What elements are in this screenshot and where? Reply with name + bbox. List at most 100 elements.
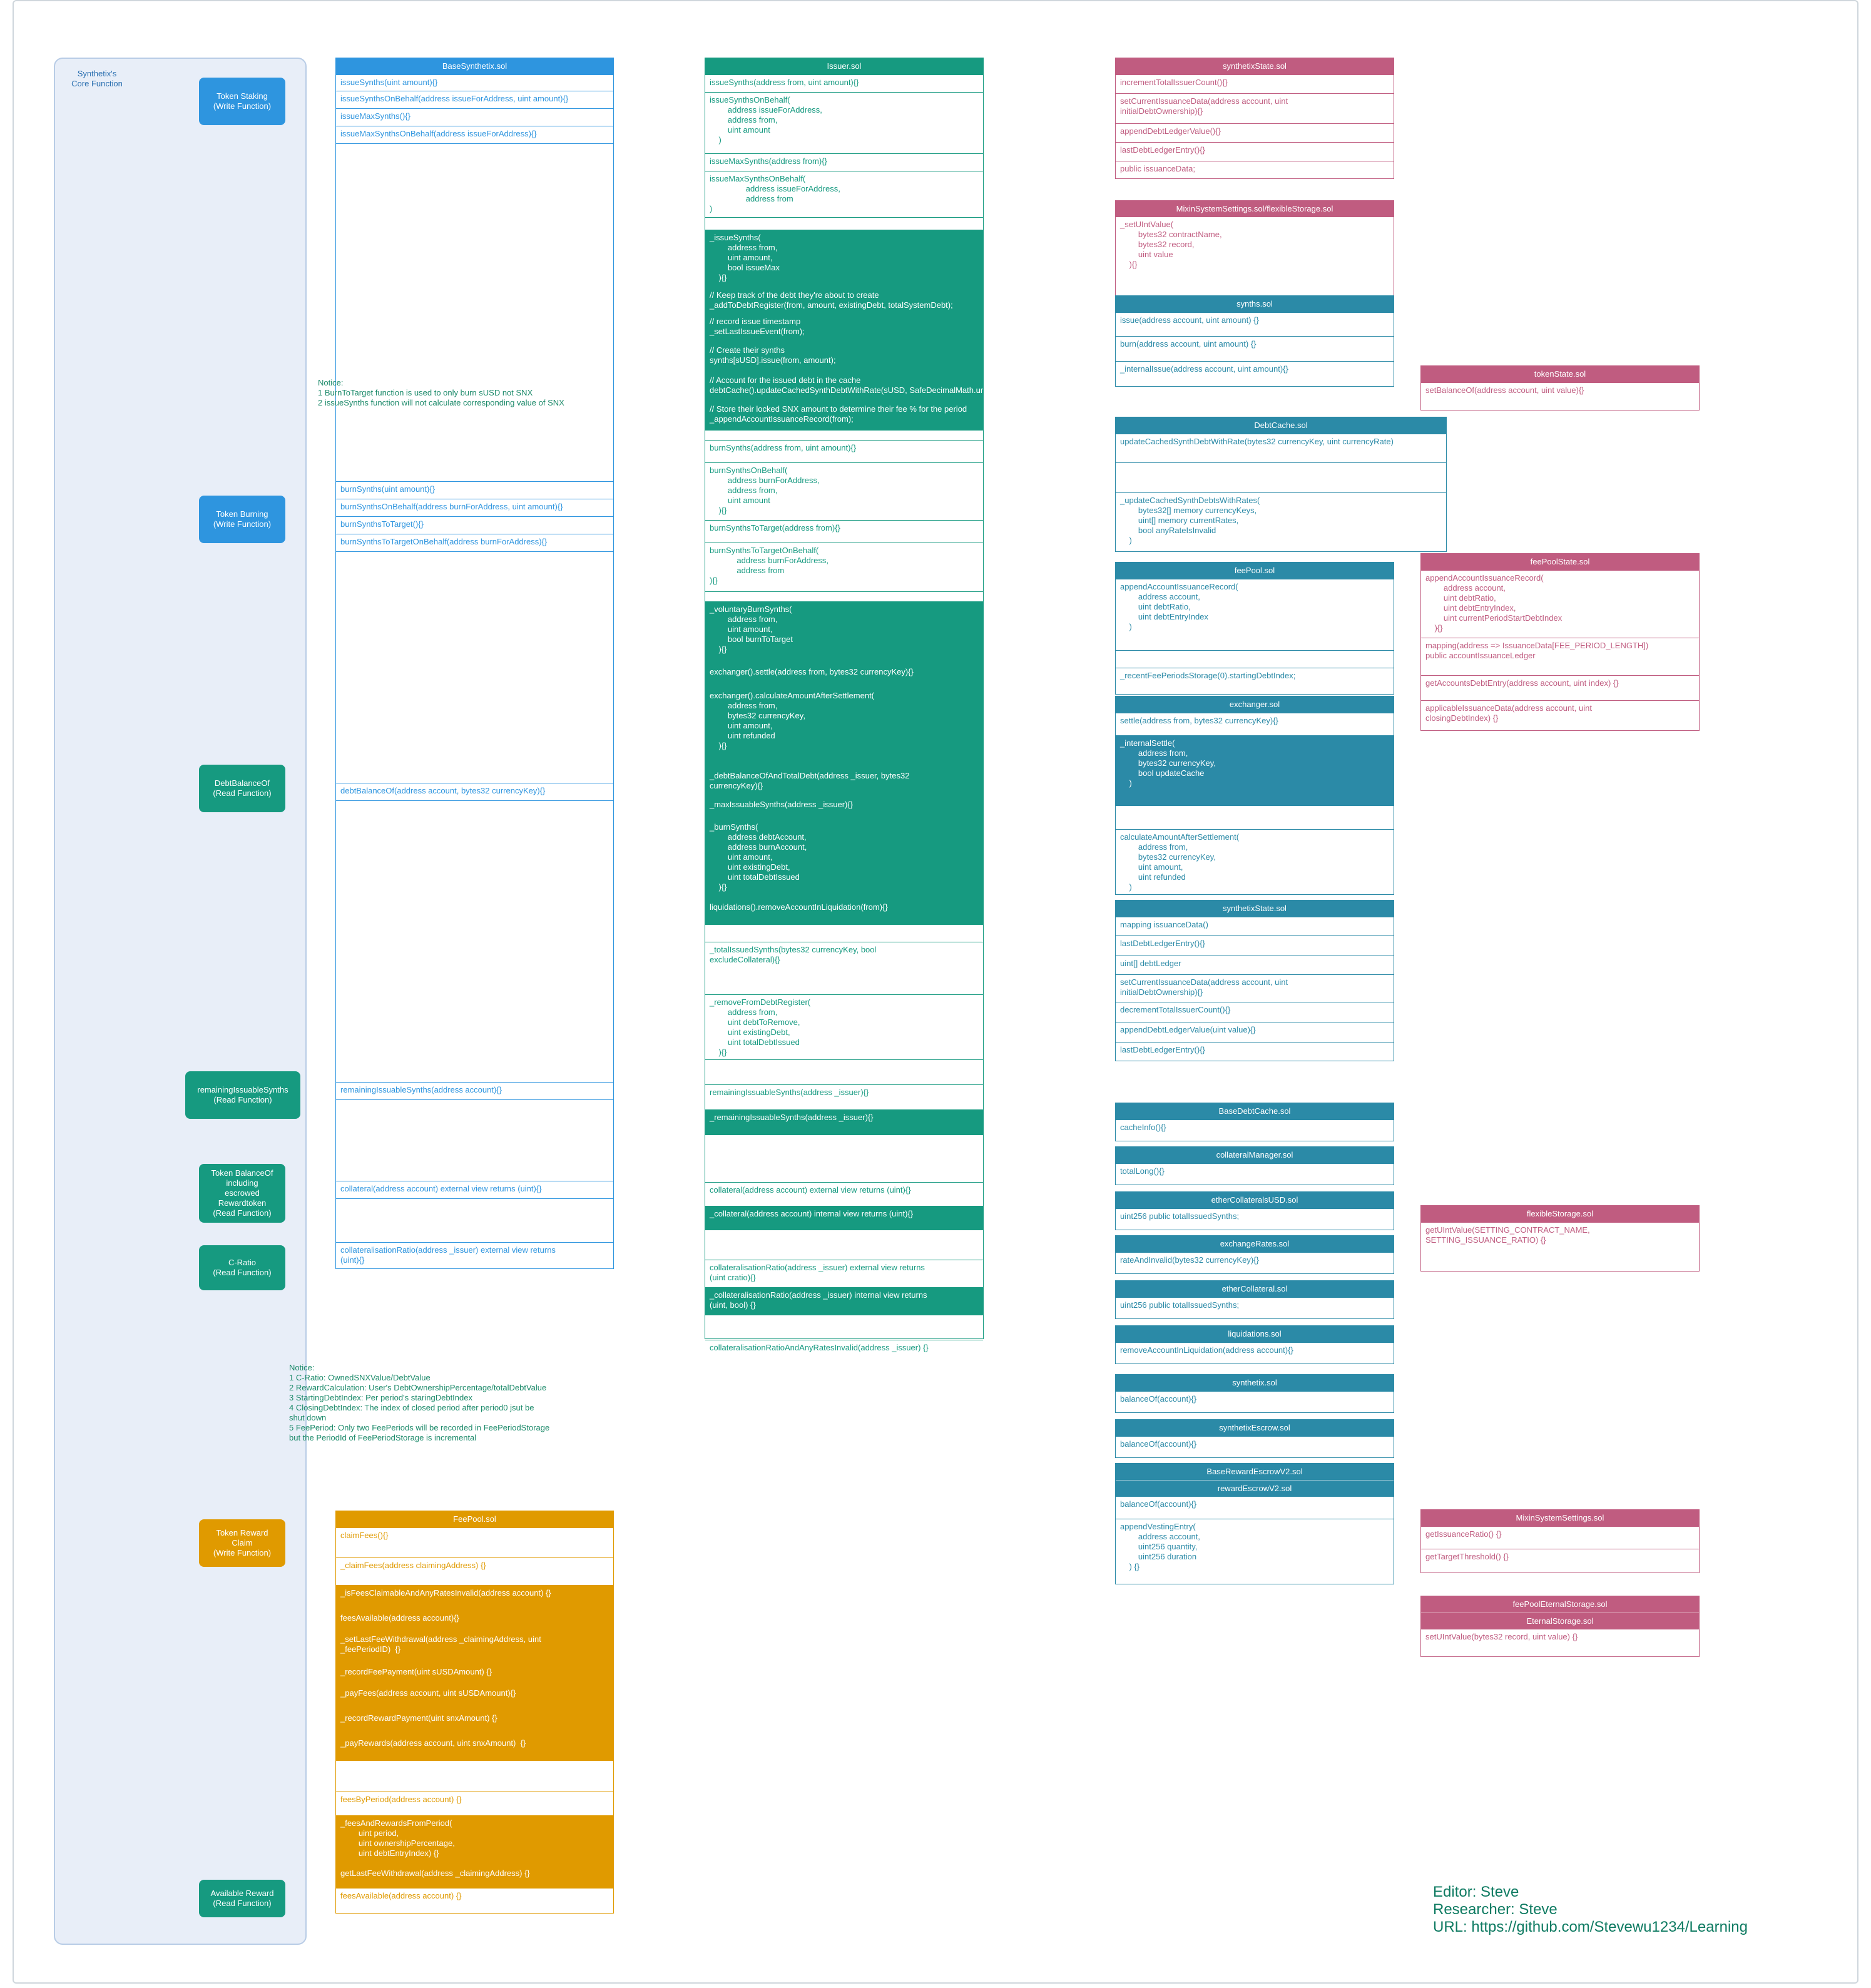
fn-lastdebtledgerentry[interactable]: lastDebtLedgerEntry(){}	[1116, 935, 1394, 956]
fn-rateandinvalid-bytes32-currencykey[interactable]: rateAndInvalid(bytes32 currencyKey){}	[1116, 1252, 1394, 1275]
fn-remainingissuablesynths-address-issuer[interactable]: remainingIssuableSynths(address _issuer)…	[705, 1084, 983, 1109]
fn-recordfeepayment-uint-susdamount[interactable]: _recordFeePayment(uint sUSDAmount) {}	[336, 1664, 613, 1685]
fn-keep-track-of-the-debt-they-re-about-to-[interactable]: // Keep track of the debt they're about …	[705, 287, 983, 313]
fn-setuintvalue-bytes32-record-uint-value[interactable]: setUIntValue(bytes32 record, uint value)…	[1421, 1629, 1699, 1658]
pill-available-reward[interactable]: Available Reward (Read Function)	[199, 1880, 285, 1917]
fn-setbalanceof-address-account-uint-value[interactable]: setBalanceOf(address account, uint value…	[1421, 382, 1699, 411]
fn-removefromdebtregister-address-from-uint[interactable]: _removeFromDebtRegister( address from, u…	[705, 994, 983, 1059]
fn-collateralisationratioandanyratesinvalid[interactable]: collateralisationRatioAndAnyRatesInvalid…	[705, 1340, 983, 1355]
fn-voluntaryburnsynths-address-from-uint-am[interactable]: _voluntaryBurnSynths( address from, uint…	[705, 601, 983, 664]
fn-removeaccountinliquidation-address-accou[interactable]: removeAccountInLiquidation(address accou…	[1116, 1342, 1394, 1365]
fn-isfeesclaimableandanyratesinvalid-addres[interactable]: _isFeesClaimableAndAnyRatesInvalid(addre…	[336, 1585, 613, 1610]
fn-appendaccountissuancerecord-address-acco[interactable]: appendAccountIssuanceRecord( address acc…	[1116, 579, 1394, 650]
fn-exchanger-settle-address-from-bytes32-cu[interactable]: exchanger().settle(address from, bytes32…	[705, 664, 983, 688]
fn-updatecachedsynthdebtwithrate-bytes32-cu[interactable]: updateCachedSynthDebtWithRate(bytes32 cu…	[1116, 434, 1446, 462]
fn-settle-address-from-bytes32-currencykey[interactable]: settle(address from, bytes32 currencyKey…	[1116, 713, 1394, 735]
fn-burnsynths-address-from-uint-amount[interactable]: burnSynths(address from, uint amount){}	[705, 440, 983, 462]
fn-feesandrewardsfromperiod-uint-period-uin[interactable]: _feesAndRewardsFromPeriod( uint period, …	[336, 1815, 613, 1865]
fn-uint256-public-totalissuedsynths[interactable]: uint256 public totalIssuedSynths;	[1116, 1208, 1394, 1231]
fn-burnsynthstotarget-address-from[interactable]: burnSynthsToTarget(address from){}	[705, 520, 983, 543]
fn-lastdebtledgerentry[interactable]: lastDebtLedgerEntry(){}	[1116, 142, 1394, 161]
fn-public-issuancedata[interactable]: public issuanceData;	[1116, 161, 1394, 180]
fn-mapping-issuancedata[interactable]: mapping issuanceData()	[1116, 917, 1394, 935]
fn-issuesynths-uint-amount[interactable]: issueSynths(uint amount){}	[336, 74, 613, 91]
fn-collateral-address-account-internal-view[interactable]: _collateral(address account) internal vi…	[705, 1206, 983, 1230]
fn-appenddebtledgervalue-uint-value[interactable]: appendDebtLedgerValue(uint value){}	[1116, 1022, 1394, 1042]
fn-recordrewardpayment-uint-snxamount[interactable]: _recordRewardPayment(uint snxAmount) {}	[336, 1710, 613, 1735]
fn-store-their-locked-snx-amount-to-determi[interactable]: // Store their locked SNX amount to dete…	[705, 401, 983, 430]
fn-payfees-address-account-uint-susdamount[interactable]: _payFees(address account, uint sUSDAmoun…	[336, 1685, 613, 1710]
fn-collateralisationratio-address-issuer-in[interactable]: _collateralisationRatio(address _issuer)…	[705, 1287, 983, 1315]
fn-cacheinfo[interactable]: cacheInfo(){}	[1116, 1119, 1394, 1142]
fn-feesbyperiod-address-account[interactable]: feesByPeriod(address account) {}	[336, 1792, 613, 1815]
fn-burnsynths-address-debtaccount-address-b[interactable]: _burnSynths( address debtAccount, addres…	[705, 819, 983, 899]
fn-appendvestingentry-address-account-uint2[interactable]: appendVestingEntry( address account, uin…	[1116, 1519, 1394, 1585]
fn-collateral-address-account-external-view[interactable]: collateral(address account) external vie…	[336, 1181, 613, 1198]
fn-claimfees-address-claimingaddress[interactable]: _claimFees(address claimingAddress) {}	[336, 1557, 613, 1585]
fn-account-for-the-issued-debt-in-the-cache[interactable]: // Account for the issued debt in the ca…	[705, 372, 983, 401]
fn-debtbalanceof-address-account-bytes32-cu[interactable]: debtBalanceOf(address account, bytes32 c…	[336, 783, 613, 800]
fn-issuemaxsynthsonbehalf-address-issuefora[interactable]: issueMaxSynthsOnBehalf(address issueForA…	[336, 126, 613, 143]
fn-appenddebtledgervalue[interactable]: appendDebtLedgerValue(){}	[1116, 123, 1394, 142]
fn-maxissuablesynths-address-issuer[interactable]: _maxIssuableSynths(address _issuer){}	[705, 797, 983, 819]
fn-getuintvalue-setting-contract-name-setti[interactable]: getUIntValue(SETTING_CONTRACT_NAME, SETT…	[1421, 1222, 1699, 1272]
fn-balanceof-account[interactable]: balanceOf(account){}	[1116, 1436, 1394, 1459]
fn-issuesynths-address-from-uint-amount[interactable]: issueSynths(address from, uint amount){}	[705, 74, 983, 92]
fn-burnsynths-uint-amount[interactable]: burnSynths(uint amount){}	[336, 481, 613, 499]
fn-burnsynthsonbehalf-address-burnforaddres[interactable]: burnSynthsOnBehalf(address burnForAddres…	[336, 499, 613, 516]
fn-issuemaxsynthsonbehalf-address-issuefora[interactable]: issueMaxSynthsOnBehalf( address issueFor…	[705, 171, 983, 217]
fn-totallong[interactable]: totalLong(){}	[1116, 1163, 1394, 1186]
fn-exchanger-calculateamountaftersettlement[interactable]: exchanger().calculateAmountAfterSettleme…	[705, 688, 983, 768]
fn-uint256-public-totalissuedsynths[interactable]: uint256 public totalIssuedSynths;	[1116, 1297, 1394, 1320]
fn-appendaccountissuancerecord-address-acco[interactable]: appendAccountIssuanceRecord( address acc…	[1421, 570, 1699, 638]
fn-issue-address-account-uint-amount[interactable]: issue(address account, uint amount) {}	[1116, 312, 1394, 336]
fn-balanceof-account[interactable]: balanceOf(account){}	[1116, 1391, 1394, 1414]
pill-c-ratio[interactable]: C-Ratio (Read Function)	[199, 1245, 285, 1290]
fn-issuemaxsynths-address-from[interactable]: issueMaxSynths(address from){}	[705, 153, 983, 171]
fn-getlastfeewithdrawal-address-claimingadd[interactable]: getLastFeeWithdrawal(address _claimingAd…	[336, 1865, 613, 1888]
fn-internalissue-address-account-uint-amoun[interactable]: _internalIssue(address account, uint amo…	[1116, 361, 1394, 387]
fn-burnsynthstotargetonbehalf-address-burnf[interactable]: burnSynthsToTargetOnBehalf(address burnF…	[336, 534, 613, 551]
fn-debtbalanceofandtotaldebt-address-issuer[interactable]: _debtBalanceOfAndTotalDebt(address _issu…	[705, 768, 983, 797]
fn-gettargetthreshold[interactable]: getTargetThreshold() {}	[1421, 1549, 1699, 1574]
fn-burnsynthsonbehalf-address-burnforaddres[interactable]: burnSynthsOnBehalf( address burnForAddre…	[705, 462, 983, 520]
fn-payrewards-address-account-uint-snxamoun[interactable]: _payRewards(address account, uint snxAmo…	[336, 1735, 613, 1760]
fn-burnsynthstotargetonbehalf-address-burnf[interactable]: burnSynthsToTargetOnBehalf( address burn…	[705, 543, 983, 591]
fn-issuesynthsonbehalf-address-issueforaddr[interactable]: issueSynthsOnBehalf( address issueForAdd…	[705, 92, 983, 153]
fn-balanceof-account[interactable]: balanceOf(account){}	[1116, 1496, 1394, 1519]
fn-setuintvalue-bytes32-contractname-bytes3[interactable]: _setUIntValue( bytes32 contractName, byt…	[1120, 220, 1222, 269]
fn-collateral-address-account-external-view[interactable]: collateral(address account) external vie…	[705, 1182, 983, 1206]
fn-calculateamountaftersettlement-address-f[interactable]: calculateAmountAfterSettlement( address …	[1116, 829, 1394, 895]
pill-token-burning[interactable]: Token Burning (Write Function)	[199, 496, 285, 543]
fn-remainingissuablesynths-address-account[interactable]: remainingIssuableSynths(address account)…	[336, 1082, 613, 1099]
fn-recentfeeperiodsstorage-0-startingdebtin[interactable]: _recentFeePeriodsStorage(0).startingDebt…	[1116, 668, 1394, 695]
pill-token-balance-of[interactable]: Token BalanceOf including escrowed Rewar…	[199, 1164, 285, 1223]
fn-burn-address-account-uint-amount[interactable]: burn(address account, uint amount) {}	[1116, 336, 1394, 361]
fn-feesavailable-address-account[interactable]: feesAvailable(address account){}	[336, 1610, 613, 1631]
fn-setlastfeewithdrawal-address-claimingadd[interactable]: _setLastFeeWithdrawal(address _claimingA…	[336, 1631, 613, 1664]
fn-issuemaxsynths[interactable]: issueMaxSynths(){}	[336, 108, 613, 126]
fn-collateralisationratio-address-issuer-ex[interactable]: collateralisationRatio(address _issuer) …	[336, 1242, 613, 1270]
fn-burnsynthstotarget[interactable]: burnSynthsToTarget(){}	[336, 516, 613, 534]
fn-liquidations-removeaccountinliquidation-[interactable]: liquidations().removeAccountInLiquidatio…	[705, 899, 983, 924]
fn-internalsettle-address-from-bytes32-curr[interactable]: _internalSettle( address from, bytes32 c…	[1116, 735, 1394, 805]
fn-claimfees[interactable]: claimFees(){}	[336, 1527, 613, 1557]
fn-mapping-address-issuancedata-fee-period-[interactable]: mapping(address => IssuanceData[FEE_PERI…	[1421, 638, 1699, 675]
fn-collateralisationratio-address-issuer-ex[interactable]: collateralisationRatio(address _issuer) …	[705, 1260, 983, 1287]
pill-debt-balance-of[interactable]: DebtBalanceOf (Read Function)	[199, 765, 285, 812]
fn-getaccountsdebtentry-address-account-uin[interactable]: getAccountsDebtEntry(address account, ui…	[1421, 675, 1699, 700]
pill-token-staking[interactable]: Token Staking (Write Function)	[199, 78, 285, 125]
fn-setcurrentissuancedata-address-account-u[interactable]: setCurrentIssuanceData(address account, …	[1116, 974, 1394, 1002]
fn-issuesynthsonbehalf-address-issueforaddr[interactable]: issueSynthsOnBehalf(address issueForAddr…	[336, 91, 613, 108]
fn-incrementtotalissuercount[interactable]: incrementTotalIssuerCount(){}	[1116, 74, 1394, 93]
fn-applicableissuancedata-address-account-u[interactable]: applicableIssuanceData(address account, …	[1421, 700, 1699, 731]
pill-remaining-issuable-synths[interactable]: remainingIssuableSynths (Read Function)	[185, 1071, 300, 1119]
fn-record-issue-timestamp-setlastissueevent[interactable]: // record issue timestamp _setLastIssueE…	[705, 313, 983, 342]
fn-totalissuedsynths-bytes32-currencykey-bo[interactable]: _totalIssuedSynths(bytes32 currencyKey, …	[705, 942, 983, 994]
fn-updatecachedsynthdebtswithrates-bytes32-[interactable]: _updateCachedSynthDebtsWithRates( bytes3…	[1116, 492, 1446, 553]
fn-lastdebtledgerentry[interactable]: lastDebtLedgerEntry(){}	[1116, 1042, 1394, 1062]
fn-setcurrentissuancedata-address-account-u[interactable]: setCurrentIssuanceData(address account, …	[1116, 93, 1394, 123]
fn-remainingissuablesynths-address-issuer[interactable]: _remainingIssuableSynths(address _issuer…	[705, 1109, 983, 1134]
fn-issuesynths-address-from-uint-amount-boo[interactable]: _issueSynths( address from, uint amount,…	[705, 230, 983, 287]
fn-feesavailable-address-account[interactable]: feesAvailable(address account) {}	[336, 1888, 613, 1914]
